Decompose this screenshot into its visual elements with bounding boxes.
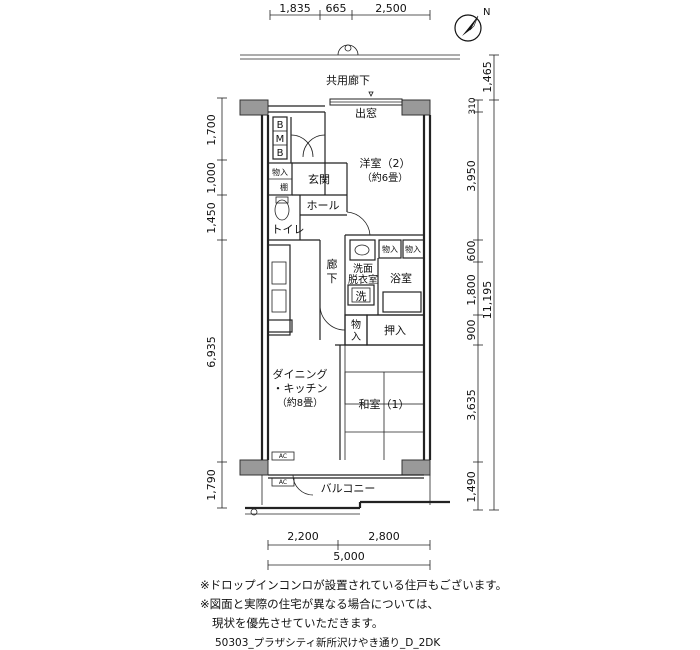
room-hall: ホール (307, 199, 340, 212)
room-youshitsu-size: （約6畳） (362, 171, 408, 184)
label-tana: 棚 (280, 182, 288, 192)
dim-left-1: 1,700 (205, 114, 218, 146)
dim-bottom-total: 5,000 (333, 550, 365, 563)
label-monoire: 物入 (272, 167, 288, 177)
label-b: B (277, 120, 284, 131)
dim-top-3: 2,500 (375, 2, 407, 15)
dim-bottom-1: 2,200 (287, 530, 319, 543)
room-labels: 出窓 洋室（2） （約6畳） 玄関 ホール トイレ 廊 下 洗面 脱衣室 洗 浴… (272, 106, 413, 495)
dim-right-2: 310 (468, 97, 478, 114)
label-mb-m: M (276, 134, 285, 145)
dim-right-5: 1,800 (465, 274, 478, 306)
room-senmen-1: 洗面 (353, 263, 373, 275)
compass-label: N (483, 7, 490, 18)
room-demado: 出窓 (355, 106, 377, 120)
room-dk-1: ダイニング (273, 367, 328, 381)
dim-right-6: 900 (465, 320, 478, 341)
dim-left-4: 6,935 (205, 336, 218, 368)
room-oshiire: 押入 (384, 323, 406, 337)
note-line-2: ※図面と実際の住宅が異なる場合については、 (200, 597, 440, 611)
top-dimension: 1,835 665 2,500 (269, 2, 431, 20)
label-mono-v1: 物 (351, 318, 361, 331)
dim-right-7: 3,635 (465, 389, 478, 421)
compass-icon: N (454, 7, 490, 42)
room-senmen-2: 脱衣室 (348, 273, 378, 286)
room-toilet: トイレ (272, 223, 305, 236)
room-common-corridor: 共用廊下 (326, 73, 370, 87)
plan-caption: 50303_プラザシティ新所沢けやき通り_D_2DK (215, 637, 441, 649)
label-ac-1: AC (279, 453, 287, 460)
note-line-1: ※ドロップインコンロが設置されている住戸もございます。 (200, 578, 508, 592)
room-youshitsu: 洋室（2） (360, 156, 411, 170)
room-sen: 洗 (356, 290, 367, 303)
common-corridor-band: 共用廊下 (240, 44, 460, 87)
left-dimension: 1,700 1,000 1,450 6,935 1,790 (205, 97, 227, 509)
label-ac-2: AC (279, 479, 287, 486)
dim-right-total: 11,195 (481, 281, 494, 320)
dim-left-3: 1,450 (205, 202, 218, 234)
bottom-dimension: 2,200 2,800 5,000 (267, 530, 431, 570)
dim-bottom-2: 2,800 (368, 530, 400, 543)
room-dk-size: （約8畳） (277, 396, 323, 409)
room-washitsu: 和室（1） (359, 397, 410, 411)
notes: ※ドロップインコンロが設置されている住戸もございます。 ※図面と実際の住宅が異な… (200, 576, 680, 633)
balcony-area (245, 474, 450, 516)
dim-top-2: 665 (326, 2, 347, 15)
room-dk-2: ・キッチン (273, 382, 328, 395)
note-line-3: 現状を優先させていただきます。 (212, 616, 384, 630)
dim-right-8: 1,490 (465, 471, 478, 503)
right-dimension: 310 3,950 600 1,800 900 3,635 1,490 1,46… (465, 54, 499, 511)
label-monoire-b: 物入 (405, 244, 421, 254)
room-rouka-2: 下 (327, 272, 338, 285)
interior-partitions (267, 112, 425, 487)
room-genkan: 玄関 (308, 172, 330, 186)
room-yokushitsu: 浴室 (390, 271, 412, 285)
dim-right-1: 1,465 (481, 61, 494, 93)
dim-right-3: 3,950 (465, 160, 478, 192)
dim-right-4: 600 (465, 241, 478, 262)
label-mono-v2: 入 (351, 332, 361, 343)
dim-left-5: 1,790 (205, 469, 218, 501)
room-rouka-1: 廊 (327, 257, 338, 271)
label-monoire-a: 物入 (382, 244, 398, 254)
dim-top-1: 1,835 (279, 2, 311, 15)
room-balcony: バルコニー (321, 482, 376, 495)
fixture-labels: B M B 物入 棚 物入 物入 物 入 AC AC (272, 120, 421, 486)
dim-left-2: 1,000 (205, 162, 218, 194)
label-mb-b: B (277, 148, 284, 159)
